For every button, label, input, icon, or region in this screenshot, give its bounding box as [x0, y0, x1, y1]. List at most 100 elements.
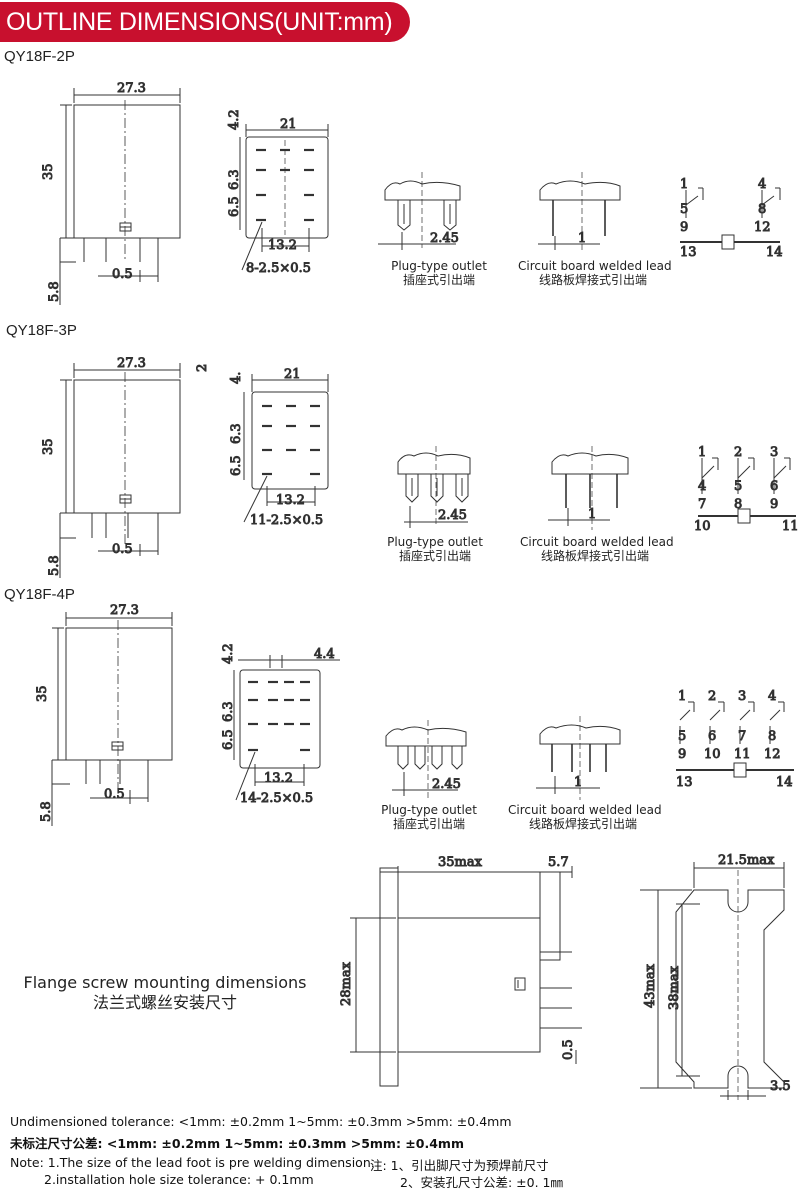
- pitch-dim-2p: 13.2: [268, 238, 297, 253]
- pcb-caption-en: Circuit board welded lead: [520, 535, 674, 549]
- plug-view-4p: [385, 720, 467, 800]
- pcb-caption-en: Circuit board welded lead: [518, 259, 672, 273]
- c4p-d2: 8: [768, 729, 776, 744]
- pinw-dim-4p: 0.5: [104, 787, 125, 802]
- note2-en: 2.installation hole size tolerance: + 0.…: [44, 1172, 314, 1187]
- note1-cn: 注: 1、引出脚尺寸为预焊前尺寸: [370, 1158, 549, 1173]
- side-view-2p: [59, 88, 181, 305]
- page-title: OUTLINE DIMENSIONS(UNIT:mm): [0, 2, 410, 42]
- tolerance-cn: 未标注尺寸公差: <1mm: ±0.2mm 1~5mm: ±0.3mm >5mm…: [10, 1136, 464, 1151]
- c3p-a2: 4: [698, 479, 706, 494]
- c4p-a3: 9: [678, 747, 686, 762]
- plug-dim-2p: 2.45: [430, 231, 459, 246]
- flange-pin: 0.5: [561, 1039, 576, 1060]
- height-dim-3p: 35: [41, 438, 56, 455]
- plug-caption-cn: 插座式引出端: [392, 817, 465, 831]
- model-label-4p: QY18F-4P: [4, 586, 75, 603]
- c4p-d1: 4: [768, 689, 776, 704]
- d1-dim-4p: 4.2: [221, 643, 236, 664]
- coil-3p-mid2: 9: [770, 497, 778, 512]
- circuit-3p: [698, 457, 796, 524]
- flange-tab: 5.7: [548, 855, 569, 870]
- flange-title-cn: 法兰式螺丝安装尺寸: [92, 993, 237, 1012]
- coil-3p-a: 10: [694, 519, 711, 534]
- pcb-caption-cn: 线路板焊接式引出端: [540, 549, 649, 563]
- plug-dim-3p: 2.45: [438, 508, 467, 523]
- coil-3p-b: 11: [782, 519, 799, 534]
- c4p-c1: 3: [738, 689, 746, 704]
- pcb-caption-2p: Circuit board welded lead 线路板焊接式引出端: [518, 259, 672, 287]
- circuit-2p: [680, 187, 781, 250]
- pitch-dim-3p: 13.2: [276, 493, 305, 508]
- flange-inner-h: 38max: [667, 965, 682, 1010]
- note2-cn: 2、安装孔尺寸公差: ±0. 1㎜: [400, 1175, 563, 1190]
- plug-caption-en: Plug-type outlet: [387, 535, 483, 549]
- d1-dim-3p: 4.: [229, 372, 244, 384]
- c2p-b1: 4: [758, 177, 766, 192]
- pcb-dim-2p: 1: [578, 231, 586, 246]
- c4p-c2: 7: [738, 729, 746, 744]
- model-label-2p: QY18F-2P: [4, 48, 75, 65]
- side-view-3p: [59, 363, 181, 578]
- flange-outer-h: 43max: [643, 963, 658, 1008]
- pinlen-dim-4p: 5.8: [39, 801, 54, 822]
- d1b-dim-3p: 2: [195, 364, 210, 372]
- pcb-view-3p: [548, 446, 629, 530]
- pcb-caption-cn: 线路板焊接式引出端: [528, 817, 637, 831]
- c3p-a3: 7: [698, 497, 706, 512]
- c2p-b3: 12: [754, 220, 771, 235]
- bottom-view-2p: [239, 124, 329, 271]
- bottom-view-4p: [233, 655, 340, 801]
- coil-2p-b: 14: [766, 245, 783, 260]
- pinlen-dim-2p: 5.8: [47, 281, 62, 302]
- plug-caption-cn: 插座式引出端: [402, 273, 475, 287]
- c2p-a2: 5: [680, 202, 688, 217]
- c4p-c3: 11: [734, 747, 751, 762]
- c3p-c1: 3: [770, 445, 778, 460]
- holes-dim-4p: 14-2.5×0.5: [240, 791, 313, 806]
- flange-side-view: [350, 866, 582, 1087]
- c3p-b2: 5: [734, 479, 742, 494]
- plug-caption-en: Plug-type outlet: [381, 803, 477, 817]
- d3-dim-2p: 6.5: [227, 196, 242, 217]
- flange-height: 28max: [339, 961, 354, 1006]
- plug-caption-en: Plug-type outlet: [391, 259, 487, 273]
- height-dim-2p: 35: [41, 163, 56, 180]
- top-dim-2p: 21: [280, 117, 297, 132]
- d2-dim-4p: 6.3: [221, 701, 236, 722]
- coil-4p-a: 13: [676, 775, 693, 790]
- pcb-dim-4p: 1: [574, 775, 582, 790]
- c2p-b2: 8: [758, 202, 766, 217]
- plug-caption-3p: Plug-type outlet 插座式引出端: [376, 535, 494, 563]
- pinw-dim-3p: 0.5: [112, 542, 133, 557]
- c4p-b2: 6: [708, 729, 716, 744]
- flange-len: 35max: [438, 855, 483, 870]
- pcb-caption-en: Circuit board welded lead: [508, 803, 662, 817]
- plug-view-3p: [397, 446, 471, 528]
- c4p-a1: 1: [678, 689, 686, 704]
- coil-4p-b: 14: [776, 775, 793, 790]
- width-dim-4p: 27.3: [110, 603, 139, 618]
- flange-slot: 3.5: [770, 1079, 791, 1094]
- c2p-a3: 9: [680, 220, 688, 235]
- plug-caption-4p: Plug-type outlet 插座式引出端: [370, 803, 488, 831]
- d2-dim-3p: 6.3: [229, 423, 244, 444]
- flange-plate-view: [640, 862, 785, 1100]
- c4p-a2: 5: [678, 729, 686, 744]
- c4p-b3: 10: [704, 747, 721, 762]
- plug-dim-4p: 2.45: [432, 777, 461, 792]
- bottom-view-3p: [243, 374, 329, 523]
- pinlen-dim-3p: 5.8: [47, 555, 62, 576]
- model-label-3p: QY18F-3P: [6, 322, 77, 339]
- flange-title-en: Flange screw mounting dimensions: [23, 973, 307, 992]
- c3p-a1: 1: [698, 445, 706, 460]
- top-dim-4p: 4.4: [314, 647, 335, 662]
- plug-view-2p: [378, 172, 461, 250]
- pcb-caption-3p: Circuit board welded lead 线路板焊接式引出端: [520, 535, 674, 563]
- c4p-b1: 2: [708, 689, 716, 704]
- tolerance-en: Undimensioned tolerance: <1mm: ±0.2mm 1~…: [10, 1114, 512, 1129]
- flange-width: 21.5max: [718, 853, 775, 868]
- pinw-dim-2p: 0.5: [112, 267, 133, 282]
- height-dim-4p: 35: [35, 685, 50, 702]
